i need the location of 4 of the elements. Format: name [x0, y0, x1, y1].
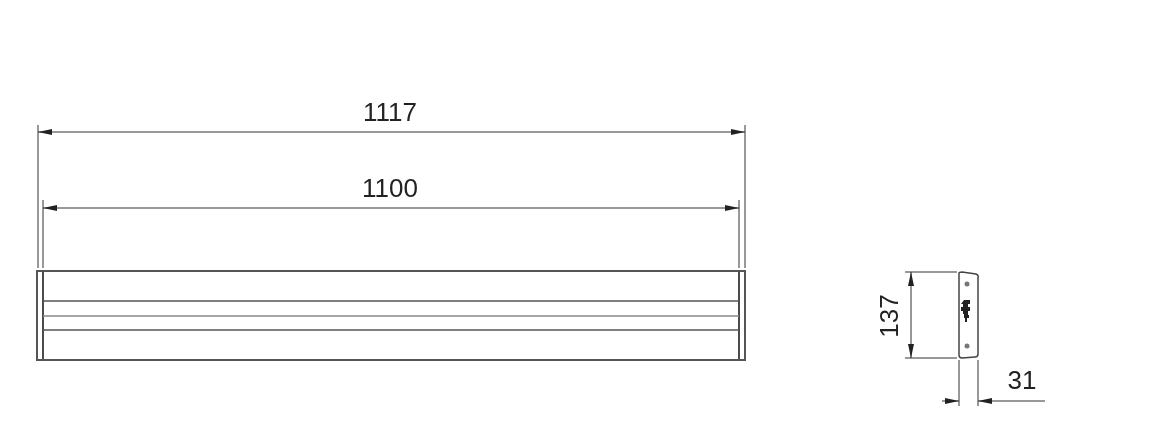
- dimension-value: 1117: [363, 99, 417, 125]
- dimension-value: 1100: [362, 175, 418, 201]
- dimension-value: 31: [1007, 367, 1037, 393]
- dimension-value: 137: [875, 294, 902, 338]
